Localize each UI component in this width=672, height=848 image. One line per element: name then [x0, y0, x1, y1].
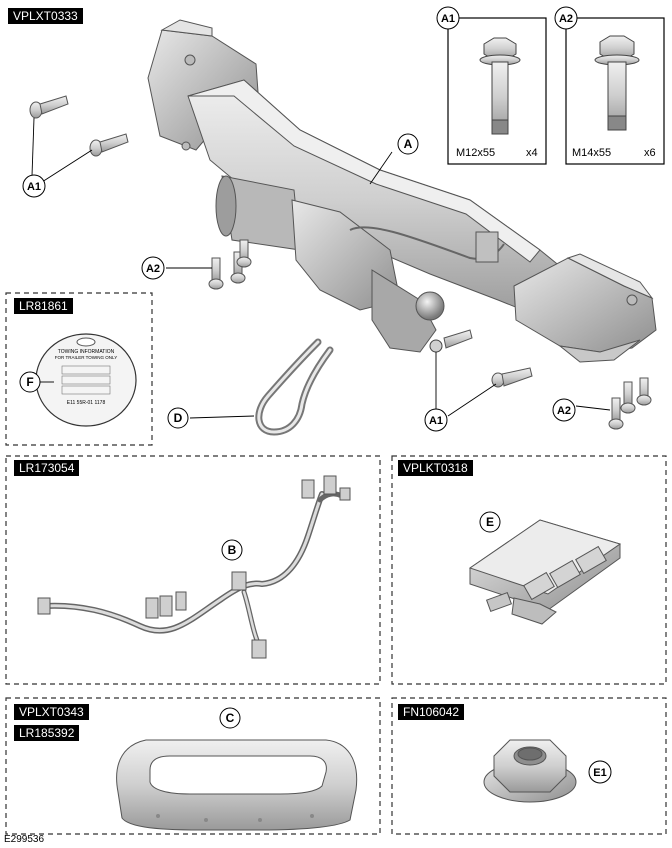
sticker-code-tag: LR81861	[14, 298, 73, 314]
a2-size-label: M14x55	[572, 147, 611, 159]
callout-a2-box: A2	[554, 6, 578, 30]
callout-a1-left-label: A1	[27, 181, 41, 193]
callout-e: E	[479, 511, 501, 533]
sticker-line-2: FOR TRAILER TOWING ONLY	[55, 355, 117, 360]
flange-nut-image	[483, 739, 577, 803]
callout-a2-left: A2	[141, 256, 165, 280]
callout-b: B	[221, 539, 243, 561]
module-panel-frame	[391, 455, 667, 685]
bumper-code-tag-1: VPLXT0343	[14, 704, 89, 720]
bumper-code-tag-2: LR185392	[14, 725, 80, 741]
wiring-harness-image	[37, 475, 351, 659]
a2-qty-label: x6	[644, 147, 656, 159]
sticker-panel-frame	[5, 292, 153, 446]
callout-e-label: E	[486, 515, 494, 529]
bolt-a1-right-lower	[491, 367, 533, 388]
callout-a2-right: A2	[552, 398, 576, 422]
towing-eye-image	[255, 338, 334, 436]
bolt-a2-right-group	[608, 377, 652, 430]
a1-qty-label: x4	[526, 147, 538, 159]
figure-code: E299536	[4, 834, 45, 845]
callout-b-label: B	[228, 543, 237, 557]
bolt-a1-top	[29, 95, 69, 119]
callout-a-label: A	[404, 137, 413, 151]
leader-lines	[31, 117, 611, 419]
tow-bar-assembly	[147, 19, 657, 363]
fastener-box-a2	[565, 17, 665, 165]
header-code-tag: VPLXT0333	[8, 8, 83, 24]
panel-frames	[5, 292, 667, 835]
tow-sticker-image: TOWING INFORMATION FOR TRAILER TOWING ON…	[35, 333, 137, 427]
callout-a2-left-label: A2	[146, 263, 160, 275]
callout-a1-box-label: A1	[441, 13, 455, 25]
callout-a: A	[397, 133, 419, 155]
callout-a1-box: A1	[436, 6, 460, 30]
nut-code-tag: FN106042	[398, 704, 465, 720]
harness-panel-frame	[5, 455, 381, 685]
bolt-m12-image	[479, 37, 521, 135]
bolt-a1-mid	[89, 133, 129, 157]
callout-c-label: C	[226, 711, 235, 725]
callout-f-label: F	[26, 375, 33, 389]
callout-d-label: D	[174, 411, 183, 425]
callout-a1-right: A1	[424, 408, 448, 432]
sticker-line-1: TOWING INFORMATION	[58, 349, 115, 355]
bolt-a2-left-group	[208, 239, 252, 290]
callout-a1-right-label: A1	[429, 415, 443, 427]
callout-a2-right-label: A2	[557, 405, 571, 417]
callout-a2-box-label: A2	[559, 13, 573, 25]
control-module-image	[468, 519, 622, 625]
fastener-box-a1	[447, 17, 547, 165]
module-code-tag: VPLKT0318	[398, 460, 473, 476]
loose-bolts-a1	[29, 95, 533, 388]
callout-f: F	[19, 371, 41, 393]
bolt-a1-ball	[443, 329, 473, 349]
callout-c: C	[219, 707, 241, 729]
callout-d: D	[167, 407, 189, 429]
sticker-line-3: E11 55R-01 1178	[67, 400, 106, 406]
bolt-m14-image	[594, 35, 640, 131]
callout-e1-label: E1	[593, 767, 606, 779]
bumper-panel-frame	[5, 697, 381, 835]
a1-size-label: M12x55	[456, 147, 495, 159]
loose-bolts-a2	[208, 239, 652, 430]
callout-e1: E1	[588, 760, 612, 784]
bumper-trim-image	[116, 739, 358, 831]
harness-code-tag: LR173054	[14, 460, 80, 476]
callout-a1-left: A1	[22, 174, 46, 198]
nut-panel-frame	[391, 697, 667, 835]
